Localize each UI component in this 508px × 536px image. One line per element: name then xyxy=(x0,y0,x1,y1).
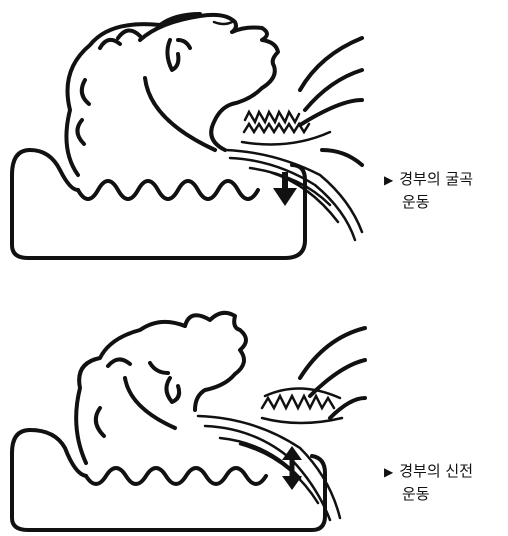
closed-eye xyxy=(150,363,168,373)
neck-curves xyxy=(225,150,362,240)
shoulder xyxy=(300,328,365,378)
extension-caption: ▶ 경부의 신전 운동 xyxy=(384,460,473,505)
closed-eye xyxy=(214,22,232,24)
neck-curves xyxy=(198,416,340,520)
ear xyxy=(166,378,179,402)
flexion-illustration xyxy=(0,0,508,268)
pillow-wave xyxy=(86,468,266,484)
face-profile xyxy=(185,313,246,410)
face-profile xyxy=(140,15,278,150)
flexion-caption: ▶ 경부의 굴곡 운동 xyxy=(384,168,473,213)
pointer-icon: ▶ xyxy=(384,465,393,479)
flexion-caption-line1: 경부의 굴곡 xyxy=(399,170,473,188)
ear xyxy=(167,40,190,70)
extension-caption-line1: 경부의 신전 xyxy=(399,462,473,480)
pillow-wave xyxy=(78,181,258,199)
extension-caption-line2: 운동 xyxy=(384,483,473,505)
extension-panel: ▶ 경부의 신전 운동 xyxy=(0,268,508,536)
down-arrow-icon xyxy=(273,172,297,206)
flexion-caption-line2: 운동 xyxy=(384,191,473,213)
flexion-panel: ▶ 경부의 굴곡 운동 xyxy=(0,0,508,268)
shoulder xyxy=(300,38,362,90)
pointer-icon: ▶ xyxy=(384,173,393,187)
